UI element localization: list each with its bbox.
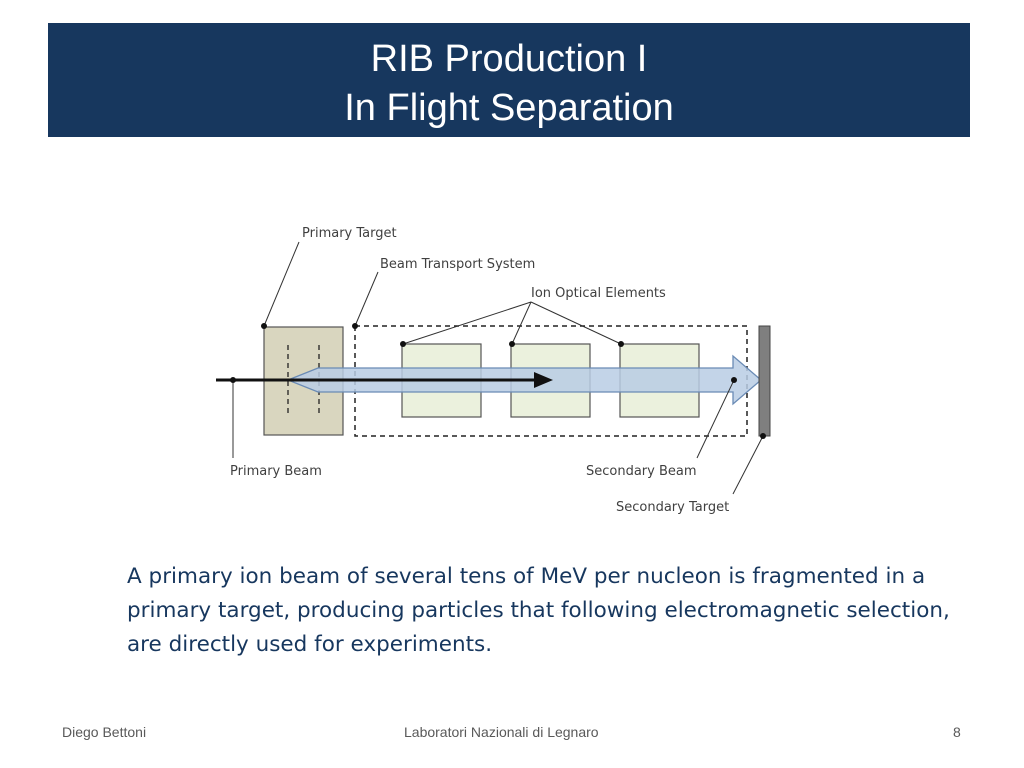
primary-beam-arrowhead bbox=[534, 372, 553, 388]
leader-primary-target bbox=[263, 241, 300, 327]
leader-secondary-beam bbox=[696, 379, 735, 459]
leader-ion-optical-2 bbox=[511, 301, 532, 345]
dot-ion-optical-2 bbox=[509, 341, 515, 347]
slide-subtitle: In Flight Separation bbox=[344, 87, 674, 129]
footer-author: Diego Bettoni bbox=[62, 724, 147, 740]
label-ion-optical: Ion Optical Elements bbox=[531, 286, 666, 301]
label-secondary-target: Secondary Target bbox=[616, 500, 729, 515]
dot-beam-transport bbox=[352, 323, 358, 329]
footer-page-number: 8 bbox=[953, 724, 961, 740]
title-bar: RIB Production I In Flight Separation bbox=[48, 23, 970, 137]
secondary-target-bar bbox=[758, 325, 771, 437]
leader-ion-optical-3 bbox=[530, 301, 622, 345]
leader-beam-transport bbox=[354, 271, 379, 327]
dot-ion-optical-3 bbox=[618, 341, 624, 347]
slide-body-text: A primary ion beam of several tens of Me… bbox=[127, 564, 950, 657]
slide-title: RIB Production I bbox=[370, 38, 648, 80]
leader-ion-optical-1 bbox=[402, 301, 532, 345]
dot-ion-optical-1 bbox=[400, 341, 406, 347]
label-secondary-beam: Secondary Beam bbox=[586, 464, 697, 479]
dot-primary-beam bbox=[230, 377, 236, 383]
footer-institution: Laboratori Nazionali di Legnaro bbox=[404, 724, 599, 740]
label-primary-target: Primary Target bbox=[302, 226, 397, 241]
dot-primary-target bbox=[261, 323, 267, 329]
dot-secondary-beam bbox=[731, 377, 737, 383]
label-beam-transport: Beam Transport System bbox=[380, 257, 535, 272]
label-primary-beam: Primary Beam bbox=[230, 464, 322, 479]
leader-secondary-target bbox=[732, 435, 764, 495]
dot-secondary-target bbox=[760, 433, 766, 439]
